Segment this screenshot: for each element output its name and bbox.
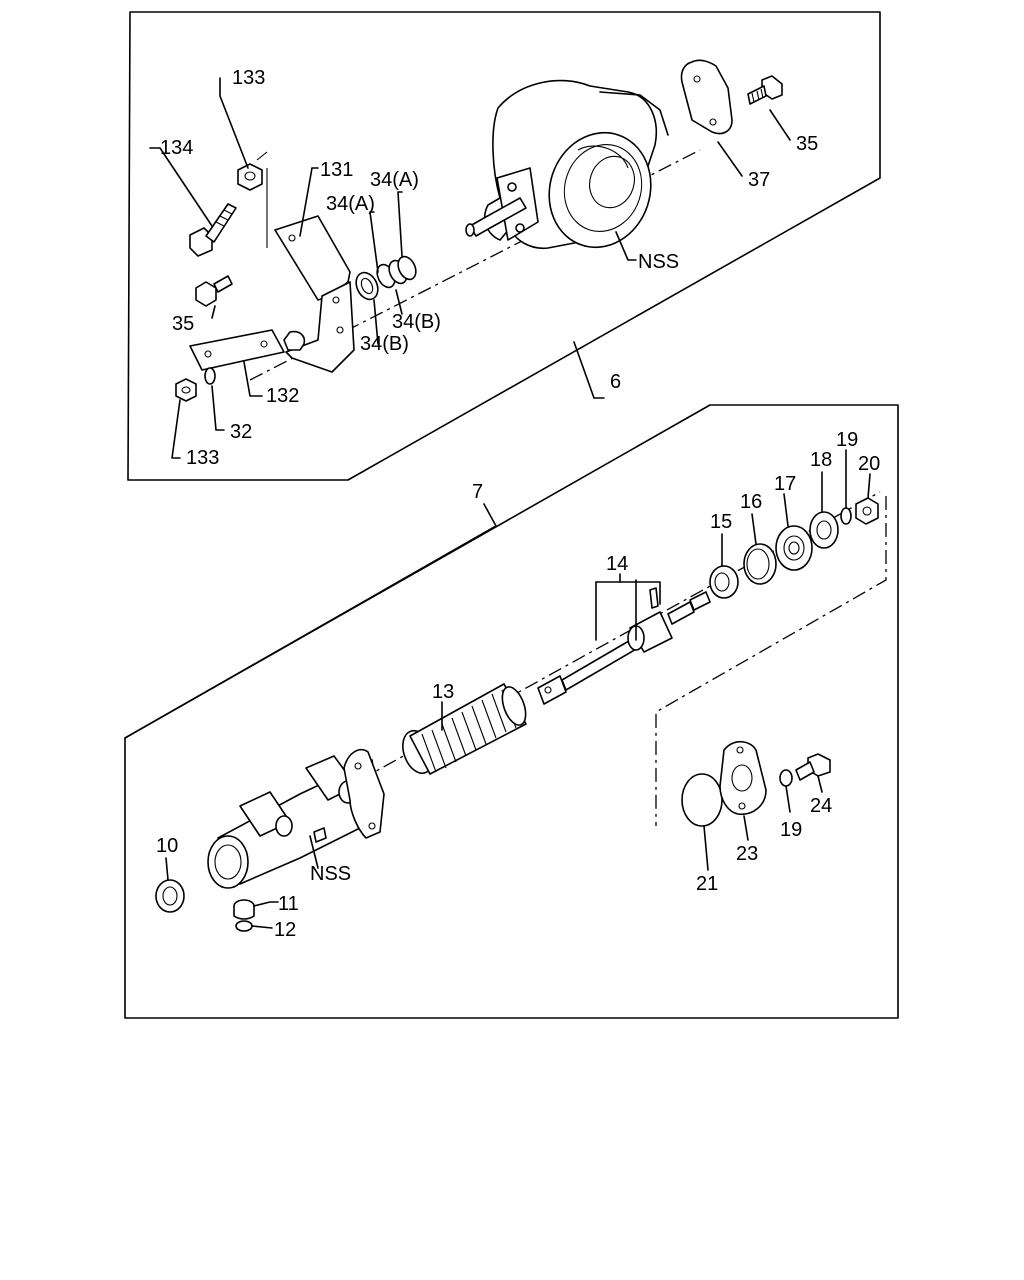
lower-leader-lines [124, 449, 871, 929]
seal-18 [809, 511, 839, 549]
upper-leader-lines [149, 77, 791, 459]
label-23: 23 [736, 843, 758, 865]
seal-17 [775, 525, 813, 571]
plate-132 [189, 329, 306, 371]
label-19-bottom: 19 [780, 819, 802, 841]
label-34b-right: 34(B) [392, 311, 441, 333]
label-32: 32 [230, 421, 252, 443]
ring-16 [743, 543, 777, 585]
lower-assembly-panel: 7 14 15 16 17 18 19 20 13 10 11 12 NSS 2… [124, 404, 899, 1019]
bolt-35-right [747, 75, 783, 105]
bolt-35-left [195, 275, 233, 307]
label-nss-upper: NSS [638, 251, 679, 273]
seal-15 [709, 565, 739, 599]
spring-13 [402, 683, 527, 775]
upper-assembly-panel: 133 134 131 34(A) 34(A) 35 34(B) 34(B) 1… [127, 11, 881, 481]
label-15: 15 [710, 511, 732, 533]
label-21: 21 [696, 873, 718, 895]
bolt-134 [189, 203, 237, 257]
piston-rod-14 [537, 587, 711, 705]
label-group-6: 6 [610, 371, 621, 393]
cylinder-body [207, 748, 385, 889]
label-17: 17 [774, 473, 796, 495]
nut-133-bottom [175, 378, 197, 402]
label-11: 11 [278, 893, 299, 915]
bracket-131 [256, 151, 355, 373]
label-34b-left: 34(B) [360, 333, 409, 355]
cap-10 [155, 879, 185, 913]
washer-19-top [840, 507, 852, 525]
label-35-left: 35 [172, 313, 194, 335]
label-16: 16 [740, 491, 762, 513]
label-14: 14 [606, 553, 628, 575]
clutch-housing [465, 79, 669, 250]
label-group-7: 7 [472, 481, 483, 503]
label-132: 132 [266, 385, 299, 407]
label-35-right: 35 [796, 133, 818, 155]
label-24: 24 [810, 795, 832, 817]
plate-37 [680, 59, 733, 135]
label-37: 37 [748, 169, 770, 191]
label-34a-mid: 34(A) [326, 193, 375, 215]
label-133-top: 133 [232, 67, 265, 89]
label-12: 12 [274, 919, 296, 941]
label-18: 18 [810, 449, 832, 471]
bleeder-11 [233, 899, 255, 920]
diaphragm-21 [681, 773, 723, 827]
label-10: 10 [156, 835, 178, 857]
cover-23 [719, 740, 767, 815]
label-133-bottom: 133 [186, 447, 219, 469]
label-34a-top: 34(A) [370, 169, 419, 191]
label-20: 20 [858, 453, 880, 475]
label-131: 131 [320, 159, 353, 181]
label-134: 134 [160, 137, 193, 159]
seal-rings-34 [355, 255, 417, 301]
nut-133-top [237, 163, 263, 191]
washer-32 [204, 367, 216, 385]
label-13: 13 [432, 681, 454, 703]
bolt-24 [795, 753, 831, 781]
washer-19-bottom [779, 769, 793, 787]
cap-12 [235, 920, 253, 932]
nut-20 [855, 497, 879, 525]
upper-panel-border [127, 11, 881, 481]
label-19-top: 19 [836, 429, 858, 451]
label-nss-lower: NSS [310, 863, 351, 885]
